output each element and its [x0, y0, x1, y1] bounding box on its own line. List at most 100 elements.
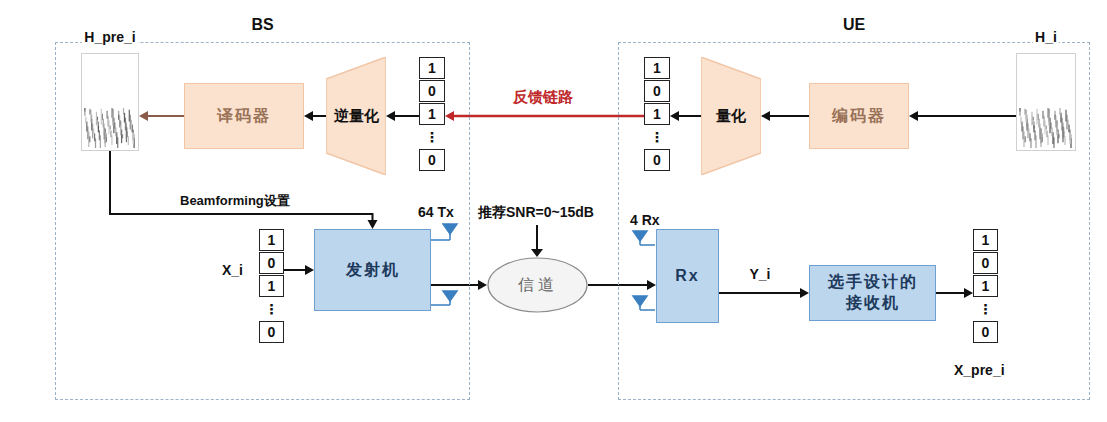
bit-cell: 1: [259, 229, 284, 251]
heatmap-stroke: [1019, 108, 1020, 112]
heatmap-stroke: [1047, 108, 1048, 118]
antenna-symbol: [633, 296, 647, 306]
heatmap-stroke: [103, 119, 104, 128]
heatmap-stroke: [1068, 125, 1069, 133]
node-text: 信道: [518, 275, 558, 296]
heatmap-stroke: [1029, 133, 1030, 141]
bit-cell: 1: [644, 103, 670, 125]
arrowhead: [139, 111, 148, 121]
heatmap-stroke: [1062, 126, 1063, 142]
heatmap-stroke: [134, 134, 135, 148]
bit-vector: 101⋮0: [973, 229, 998, 347]
dequantizer-block: 逆量化: [326, 57, 386, 175]
bit-cell: 1: [419, 57, 445, 79]
snr-arrowhead: [531, 249, 543, 257]
heatmap-stroke: [90, 114, 91, 123]
heatmap-stroke: [1042, 111, 1043, 119]
edge-label: Y_i: [747, 266, 772, 282]
heatmap-stroke: [1025, 114, 1026, 123]
connector: [431, 280, 487, 290]
connector-line: [284, 269, 306, 271]
connector: [386, 111, 419, 121]
heatmap-stroke: [1032, 121, 1033, 125]
heatmap-stroke: [129, 110, 130, 122]
bit-cell: ⋮: [419, 126, 445, 148]
ellipse-shape: [488, 258, 587, 312]
connector-line: [431, 284, 479, 286]
bit-cell: 0: [259, 252, 284, 274]
heatmap-stroke: [118, 115, 119, 120]
edge-label: 反馈链路: [511, 88, 575, 107]
trapezoid-shape: [326, 57, 386, 175]
heatmap-stroke: [1036, 109, 1037, 125]
heatmap-stroke: [1064, 136, 1065, 145]
heatmap-stroke: [89, 109, 90, 115]
heatmap-stroke: [101, 109, 102, 125]
arrowhead: [305, 265, 314, 275]
edge-label: Beamforming设置: [178, 192, 292, 210]
rx-antennas: [633, 231, 655, 310]
bit-cell: 0: [973, 321, 998, 343]
arrowhead: [909, 111, 918, 121]
encoder-box: 编码器: [809, 83, 909, 149]
free-label: X_i: [222, 262, 243, 278]
heatmap-stroke: [1055, 120, 1056, 128]
arrowhead: [670, 111, 679, 121]
arrowhead: [800, 288, 809, 298]
bit-cell: 1: [644, 57, 670, 79]
heatmap-stroke: [128, 136, 129, 145]
heatmap-stroke: [98, 126, 99, 133]
heatmap-stroke: [111, 108, 112, 118]
heatmap-stroke: [132, 125, 133, 133]
heatmap-stroke: [123, 108, 124, 115]
bit-vector: 101⋮0: [419, 57, 445, 175]
heatmap-stroke: [1070, 134, 1071, 148]
heatmap-stroke: [1024, 109, 1025, 115]
heatmap-stroke: [119, 120, 120, 128]
heatmap-stroke: [1054, 115, 1055, 120]
transmitter-box: 发射机: [314, 229, 431, 311]
bit-cell: 0: [973, 252, 998, 274]
connector-line: [936, 292, 965, 294]
heatmap-stroke: [110, 130, 111, 137]
bit-cell: 0: [644, 80, 670, 102]
connector: [719, 288, 809, 298]
channel-ellipse: 信道: [487, 257, 588, 313]
connector-line: [769, 115, 809, 117]
heatmap-stroke: [1051, 127, 1052, 136]
bs-region: BSH_pre_i译码器逆量化101⋮0101⋮0发射机: [55, 42, 470, 400]
tx-antennas: [430, 224, 457, 305]
connector-line: [678, 115, 701, 117]
bit-cell: 0: [259, 321, 284, 343]
ue-region: UE101⋮0量化编码器H_iRx选手设计的 接收机101⋮0: [618, 42, 1090, 400]
antenna-symbol: [443, 224, 457, 234]
bit-vector: 101⋮0: [259, 229, 284, 347]
heatmap-stroke: [1038, 119, 1039, 128]
antenna-feed: [430, 239, 450, 241]
channel-image: H_pre_i: [81, 53, 139, 151]
bit-cell: 1: [259, 275, 284, 297]
arrowhead: [386, 111, 395, 121]
heatmap-stroke: [1039, 127, 1040, 139]
heatmap-illustration: [1017, 54, 1075, 150]
antenna-feed: [640, 309, 655, 311]
connector-line: [147, 115, 184, 117]
node-text: 发射机: [346, 260, 400, 281]
bit-cell: 1: [419, 103, 445, 125]
arrowhead: [445, 111, 454, 121]
snr-arrow: [536, 225, 538, 250]
heatmap-stroke: [84, 108, 85, 112]
connector: [445, 111, 644, 121]
free-label: 4 Rx: [630, 212, 660, 228]
bit-cell: ⋮: [644, 126, 670, 148]
connector: [588, 280, 656, 290]
antenna-symbol: [443, 291, 457, 301]
free-label: 64 Tx: [418, 204, 454, 220]
heatmap-stroke: [1031, 112, 1032, 126]
bit-cell: 0: [419, 80, 445, 102]
bit-vector: 101⋮0: [644, 57, 670, 175]
heatmap-stroke: [1059, 108, 1060, 115]
connector: [936, 288, 973, 298]
heatmap-stroke: [94, 133, 95, 141]
